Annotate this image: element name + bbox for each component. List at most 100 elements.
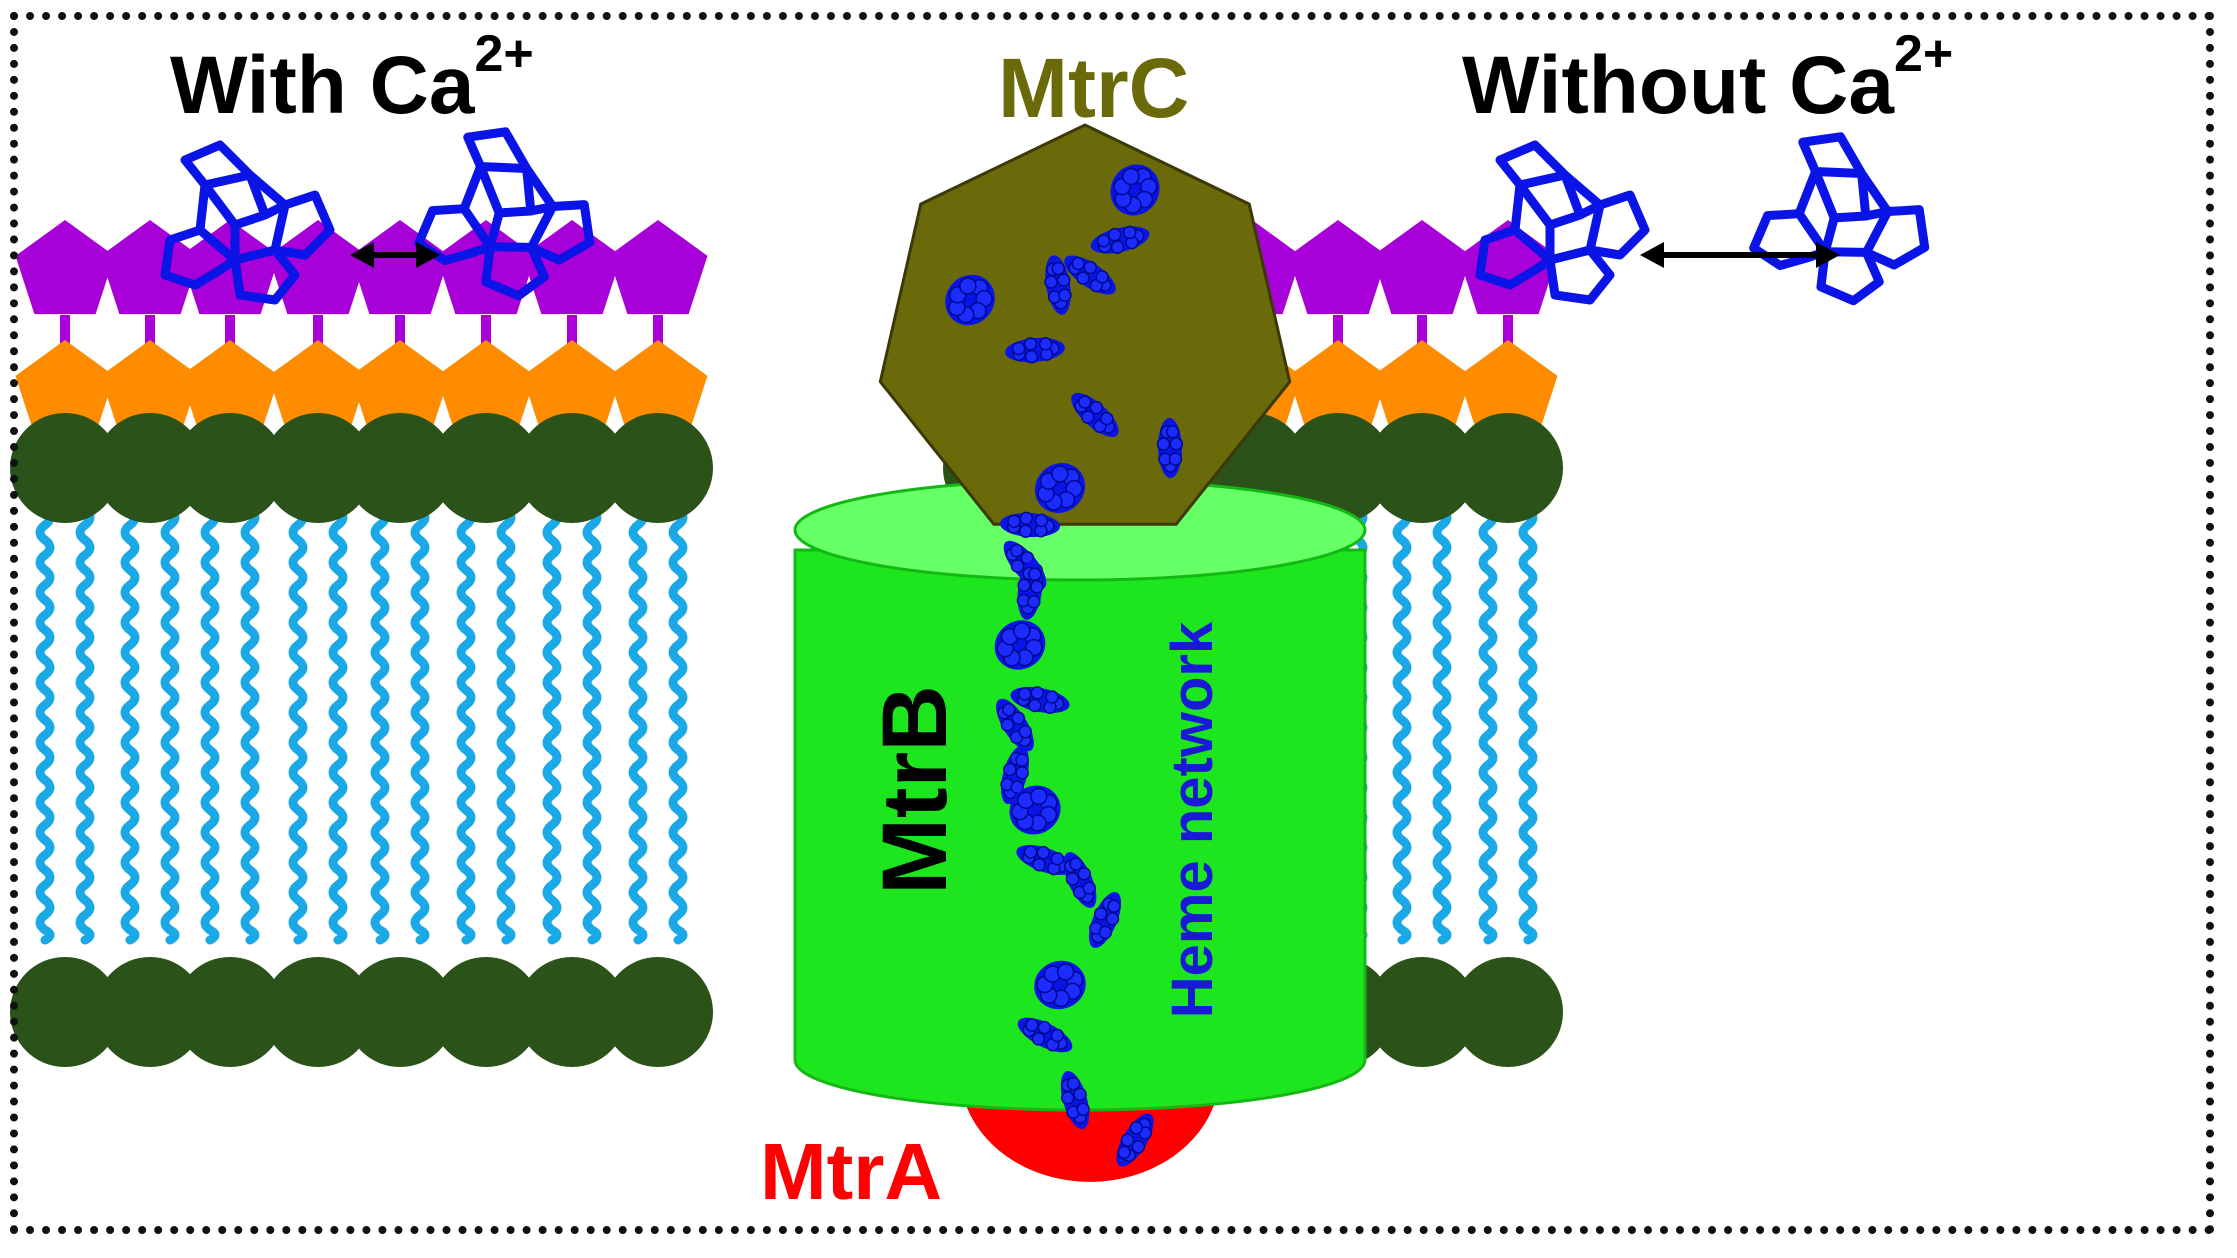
heme-atom	[1044, 275, 1058, 289]
outer-sugar	[522, 220, 622, 315]
outer-sugar	[268, 220, 368, 315]
ring-bond	[485, 211, 504, 248]
inner-sugar	[1458, 340, 1558, 435]
ring-bond	[180, 140, 254, 188]
heme-atom	[1017, 578, 1031, 592]
inner-sugar	[350, 340, 450, 435]
heme-molecule	[1005, 337, 1065, 364]
lipid-tail	[542, 505, 562, 945]
heme-molecule	[1016, 845, 1074, 876]
lipid-tail	[75, 505, 95, 945]
lipid-tail	[370, 505, 390, 945]
heme-atom	[1034, 513, 1049, 528]
heme-molecule	[1090, 225, 1150, 254]
lipid-tail	[1432, 505, 1452, 945]
heme-atom	[1131, 1139, 1146, 1154]
ring-bond	[476, 164, 536, 218]
heme-atom	[1058, 288, 1072, 302]
heme-atom	[1089, 400, 1104, 415]
ring-bond	[529, 200, 595, 265]
lipid-head-top	[517, 413, 627, 523]
ring-bond	[1820, 216, 1839, 253]
lipid-unit	[603, 220, 713, 1067]
lipid-head-top	[1283, 413, 1393, 523]
lipid-head-bottom	[10, 957, 120, 1067]
heme-atom	[1019, 511, 1034, 526]
sugar-linker	[1503, 315, 1513, 360]
double-headed-arrow-icon	[1640, 242, 1840, 268]
ring-bond	[1516, 173, 1585, 230]
arrow-head-right	[416, 242, 440, 268]
lipid-tail	[35, 505, 55, 945]
with-calcium-label: With Ca2+	[170, 28, 534, 136]
arrow-head-left	[1640, 242, 1664, 268]
mtrc-label: MtrC	[998, 41, 1190, 135]
with-calcium-text: With Ca	[170, 40, 475, 131]
heme-atom	[1029, 787, 1048, 806]
mtrb-label: MtrB	[864, 685, 966, 895]
heme-atom	[959, 277, 977, 295]
ring-bond	[274, 190, 335, 260]
arrow-head-left	[350, 242, 374, 268]
heme-atom	[1038, 337, 1053, 351]
heme-molecule	[1060, 1070, 1090, 1130]
heme-atom	[1105, 912, 1120, 926]
ring-bond	[529, 202, 554, 216]
heme-atom	[1027, 595, 1041, 609]
inner-sugar	[180, 340, 280, 435]
heme-atom	[1010, 780, 1024, 794]
lipid-head-bottom	[431, 957, 541, 1067]
heme-atom	[1056, 273, 1071, 287]
lipid-head-top	[95, 413, 205, 523]
heme-molecule	[1063, 852, 1097, 908]
heme-atom	[1120, 1133, 1135, 1147]
heme-network-label: Heme network	[1160, 621, 1225, 1019]
heme-molecule	[1088, 891, 1122, 949]
inner-sugar	[1288, 340, 1388, 435]
heme-atom	[1168, 452, 1183, 466]
porphyrin-ring-icon	[414, 127, 595, 301]
lipid-head-bottom	[517, 957, 627, 1067]
inner-sugar	[15, 340, 115, 435]
lipid-tail	[1518, 505, 1538, 945]
sugar-linker	[313, 315, 323, 360]
outer-sugar	[1288, 220, 1388, 315]
ring-bond	[201, 173, 270, 230]
heme-atom	[1073, 1087, 1087, 1102]
heme-atom	[1096, 234, 1111, 248]
heme-atom	[1095, 270, 1109, 284]
lipid-unit	[95, 220, 205, 1067]
sugar-linker	[225, 315, 235, 360]
lipid-unit	[10, 220, 120, 1067]
ring-bond	[1589, 190, 1650, 260]
heme-atom	[1069, 857, 1083, 871]
heme-atom	[1071, 256, 1085, 271]
heme-atom	[1028, 567, 1042, 582]
mtr-complex	[793, 123, 1367, 1182]
inner-sugar	[1372, 340, 1472, 435]
lipid-tail	[582, 505, 602, 945]
heme-atom	[1025, 1018, 1039, 1032]
ring-bond	[160, 225, 238, 290]
inner-sugar	[522, 340, 622, 435]
heme-atom	[1031, 1032, 1046, 1046]
ring-bond	[1475, 225, 1553, 290]
heme-molecule	[1044, 255, 1072, 315]
outer-sugar	[608, 220, 708, 315]
heme-atom	[1018, 524, 1033, 538]
heme-molecule	[1017, 1017, 1073, 1053]
heme-atom	[1037, 1020, 1052, 1035]
outer-sugar	[1372, 220, 1472, 315]
heme-molecule	[945, 274, 995, 326]
lipid-tail	[160, 505, 180, 945]
ring-bond	[463, 127, 531, 171]
inner-sugar	[268, 340, 368, 435]
outer-sugar	[100, 220, 200, 315]
heme-atom	[1015, 753, 1029, 767]
heme-atom	[1017, 687, 1032, 701]
heme-atom	[1010, 559, 1025, 573]
without-calcium-text: Without Ca	[1462, 40, 1894, 131]
sugar-linker	[567, 315, 577, 360]
lipid-tail	[120, 505, 140, 945]
